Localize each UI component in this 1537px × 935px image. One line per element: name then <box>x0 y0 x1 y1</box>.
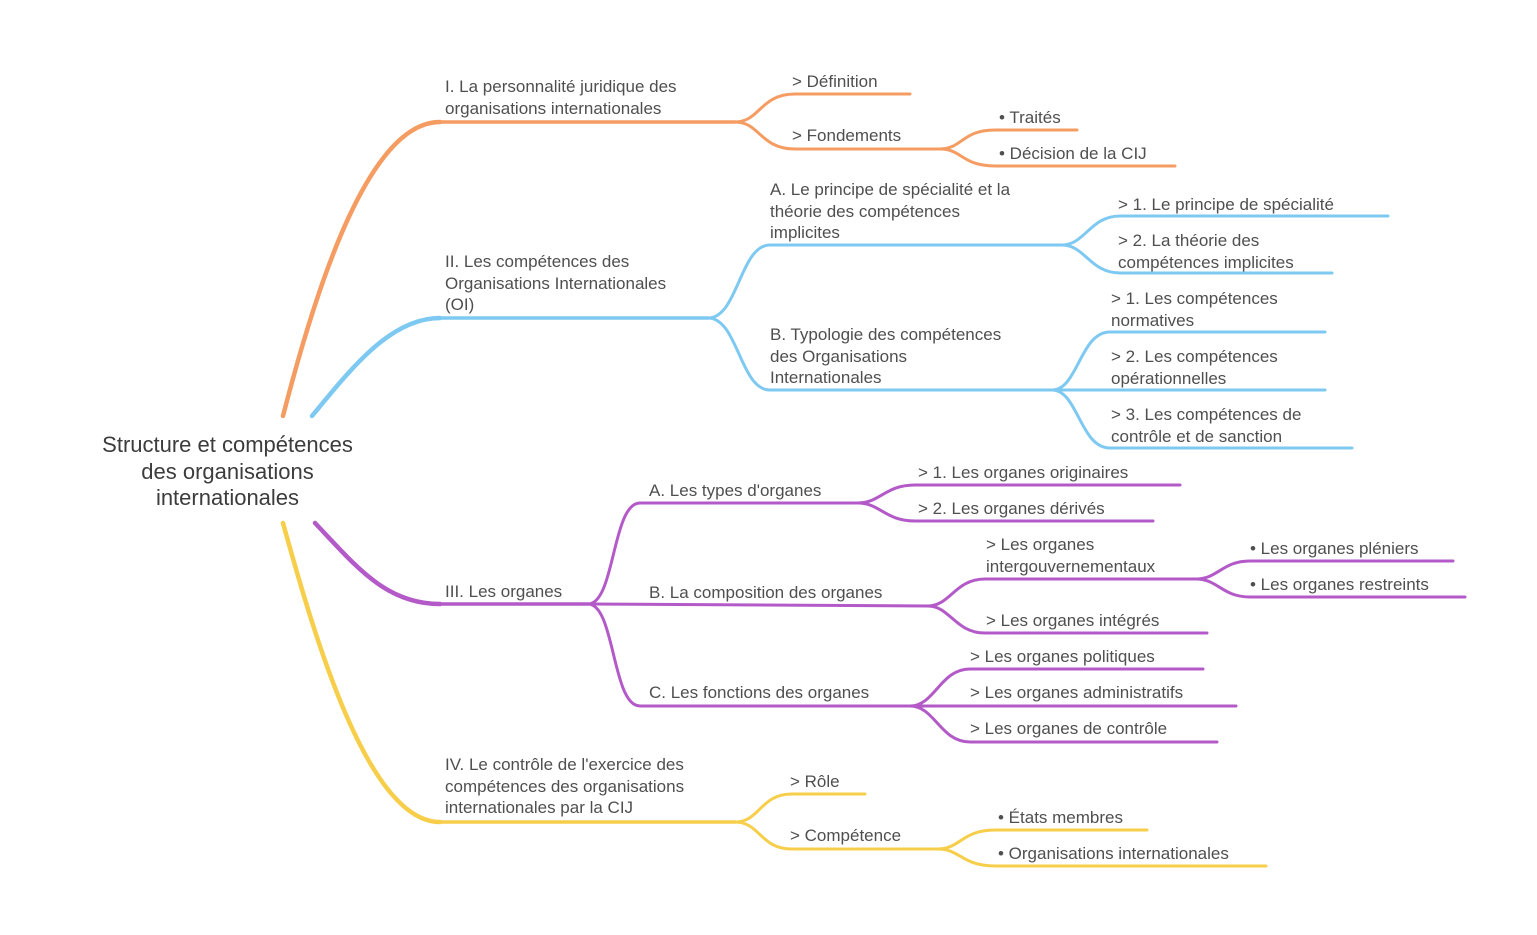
topic-organes[interactable]: III. Les organes <box>445 582 563 601</box>
branch-a-a1 <box>1060 214 1390 247</box>
topic-competences-oi[interactable]: II. Les compétences des Organisations In… <box>445 252 667 314</box>
leaf-organes-originaires[interactable]: > 1. Les organes originaires <box>918 463 1129 482</box>
branch-s1-fond <box>733 120 942 151</box>
branch-s3-a <box>586 501 860 606</box>
leaf-competences-operationnelles[interactable]: > 2. Les compétences opérationnelles <box>1111 347 1278 388</box>
branch-c-c1 <box>908 667 1205 708</box>
branch-s3-c <box>586 602 912 708</box>
central-topic[interactable]: Structure et compétences des organisatio… <box>102 432 353 510</box>
leaf-principe-specialite[interactable]: > 1. Le principe de spécialité <box>1118 195 1334 214</box>
leaf-organes-intergouvernementaux[interactable]: > Les organes intergouvernementaux <box>986 535 1156 576</box>
branch-root-s1 <box>280 119 443 419</box>
branch-a-a2 <box>1060 243 1334 275</box>
branch-s1-def <box>733 92 912 124</box>
leaf-organes-restreints[interactable]: • Les organes restreints <box>1250 575 1429 594</box>
leaf-competences-normatives[interactable]: > 1. Les compétences normatives <box>1111 289 1278 330</box>
branch-s2-b <box>706 316 1054 392</box>
subtopic-principe-specialite[interactable]: A. Le principe de spécialité et la théor… <box>770 180 1011 242</box>
leaf-organes-controle[interactable]: > Les organes de contrôle <box>970 719 1168 738</box>
subtopic-fonctions-organes[interactable]: C. Les fonctions des organes <box>649 683 870 702</box>
leaf-organes-derives[interactable]: > 2. Les organes dérivés <box>918 499 1105 518</box>
branch-s4-comp <box>733 820 940 851</box>
leaf-decision-cij[interactable]: • Décision de la CIJ <box>999 144 1147 163</box>
branch-b-b2 <box>926 604 1209 635</box>
subtopic-types-organes[interactable]: A. Les types d'organes <box>649 481 822 500</box>
branch-comp-org <box>936 847 1268 868</box>
branch-b-b1 <box>1050 330 1327 392</box>
leaf-traites[interactable]: • Traités <box>999 108 1061 127</box>
subtopic-typologie-competences[interactable]: B. Typologie des compétences des Organis… <box>770 325 1002 387</box>
leaf-theorie-competences[interactable]: > 2. La théorie des compétences implicit… <box>1118 231 1294 272</box>
leaf-competences-controle[interactable]: > 3. Les compétences de contrôle et de s… <box>1111 405 1302 446</box>
topic-controle-cij[interactable]: IV. Le contrôle de l'exercice des compét… <box>445 755 685 817</box>
leaf-organes-integres[interactable]: > Les organes intégrés <box>986 611 1160 630</box>
branch-s2-a <box>706 243 1064 320</box>
leaf-organisations-internationales[interactable]: • Organisations internationales <box>998 844 1229 863</box>
branch-fond-cij <box>938 147 1177 168</box>
branch-root-s3 <box>312 520 443 607</box>
branch-b-b1 <box>926 577 1198 608</box>
leaf-etats-membres[interactable]: • États membres <box>998 808 1123 827</box>
leaf-organes-administratifs[interactable]: > Les organes administratifs <box>970 683 1184 702</box>
leaf-organes-politiques[interactable]: > Les organes politiques <box>970 647 1155 666</box>
branch-root-s4 <box>280 520 443 825</box>
branch-s3-b <box>586 602 930 608</box>
leaf-organes-pleniers[interactable]: • Les organes pléniers <box>1250 539 1419 558</box>
topic-personnalite-juridique[interactable]: I. La personnalité juridique des organis… <box>445 77 677 118</box>
subtopic-fondements[interactable]: > Fondements <box>792 126 902 145</box>
branch-b-b3 <box>1050 388 1354 450</box>
subtopic-role[interactable]: > Rôle <box>790 772 840 791</box>
branch-c-c3 <box>908 704 1219 744</box>
branch-s4-role <box>733 792 867 824</box>
subtopic-composition-organes[interactable]: B. La composition des organes <box>649 583 883 602</box>
branch-root-s2 <box>309 315 443 419</box>
subtopic-competence[interactable]: > Compétence <box>790 826 902 845</box>
subtopic-definition[interactable]: > Définition <box>792 72 878 91</box>
branch-a-a2 <box>856 501 1155 523</box>
branch-b1-b <box>1194 577 1467 599</box>
